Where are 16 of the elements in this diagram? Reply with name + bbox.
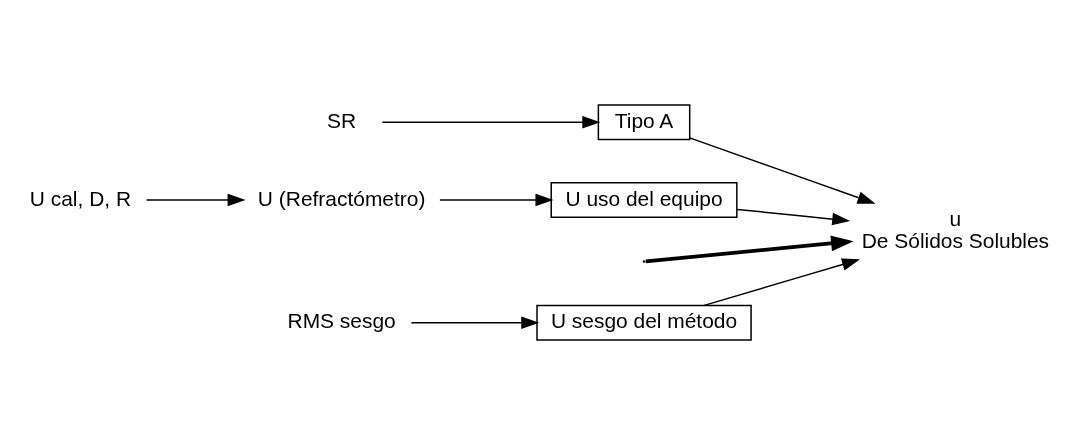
arrow — [439, 193, 554, 207]
node-text: SR — [327, 108, 357, 132]
node-box: U sesgo del método — [536, 304, 752, 341]
arrow — [688, 137, 876, 204]
arrow — [703, 258, 860, 307]
node-text: U cal, D, R — [29, 186, 132, 210]
node-box: Tipo A — [597, 104, 691, 141]
node-text: u De Sólidos Solubles — [861, 206, 1050, 253]
arrow — [410, 316, 540, 330]
node-text: U (Refractómetro) — [257, 186, 426, 210]
arrow — [145, 193, 246, 207]
arrow — [645, 235, 854, 264]
arrow — [736, 208, 851, 226]
arrow — [381, 115, 601, 129]
node-text: RMS sesgo — [287, 309, 396, 333]
node-box: U uso del equipo — [550, 182, 738, 218]
